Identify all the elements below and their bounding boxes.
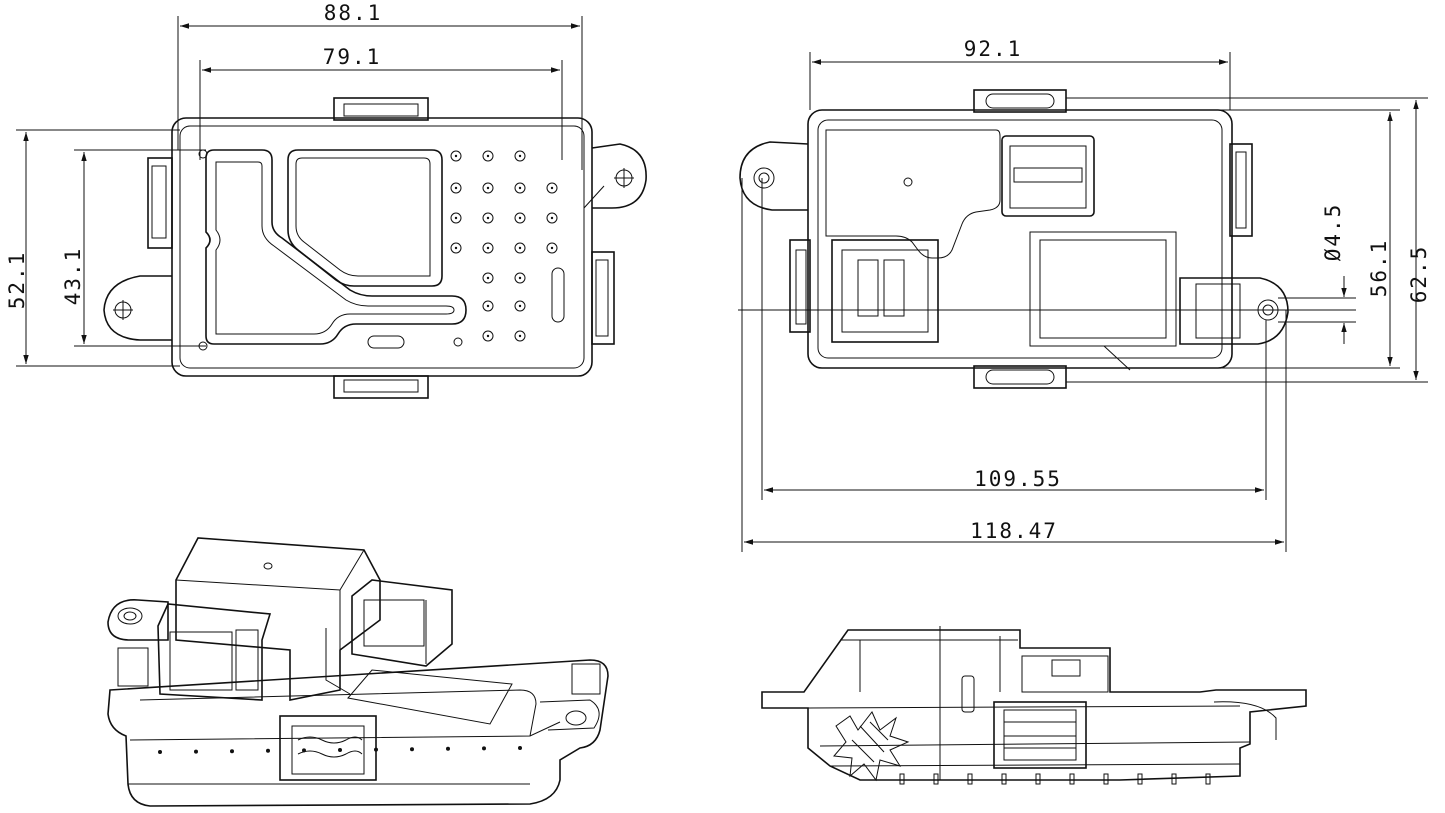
dim-hole-spacing-vertical: 56.1 bbox=[1367, 239, 1391, 298]
dim-inner-height: 43.1 bbox=[61, 247, 85, 306]
hole bbox=[482, 272, 494, 284]
hole bbox=[546, 182, 558, 194]
side-pin bbox=[933, 773, 939, 785]
iso-dot bbox=[482, 746, 486, 751]
hole bbox=[514, 212, 526, 224]
hole bbox=[482, 300, 494, 312]
side-pin bbox=[899, 773, 905, 785]
top-view bbox=[103, 97, 647, 399]
side-pin bbox=[1171, 773, 1177, 785]
hole-center bbox=[486, 186, 490, 190]
side-pin bbox=[967, 773, 973, 785]
hole-center bbox=[518, 186, 522, 190]
hole bbox=[514, 242, 526, 254]
dim-inner-width: 79.1 bbox=[323, 45, 382, 69]
hole bbox=[482, 330, 494, 342]
hole-center bbox=[486, 154, 490, 158]
dim-overall-height: 52.1 bbox=[5, 251, 29, 310]
hole bbox=[546, 242, 558, 254]
hole bbox=[514, 150, 526, 162]
dim-overall-length: 118.47 bbox=[970, 519, 1058, 543]
dim-bottom-width: 92.1 bbox=[964, 37, 1023, 61]
hole-center bbox=[486, 216, 490, 220]
hole-center bbox=[550, 246, 554, 250]
hole-center bbox=[518, 334, 522, 338]
side-pin bbox=[1137, 773, 1143, 785]
dim-overall-height-bottom: 62.5 bbox=[1407, 245, 1431, 304]
hole-center bbox=[518, 304, 522, 308]
hole-center bbox=[550, 216, 554, 220]
dim-hole-spacing: 109.55 bbox=[974, 467, 1062, 491]
iso-dot bbox=[446, 746, 450, 751]
hole bbox=[450, 150, 462, 162]
side-pin bbox=[1001, 773, 1007, 785]
side-pin bbox=[1035, 773, 1041, 785]
hole-center bbox=[518, 216, 522, 220]
iso-dot bbox=[158, 750, 162, 754]
hole-center bbox=[518, 154, 522, 158]
hole-center bbox=[486, 276, 490, 280]
hole bbox=[514, 182, 526, 194]
hole-grid bbox=[450, 150, 558, 342]
iso-dot bbox=[374, 747, 378, 752]
side-pin bbox=[1069, 773, 1075, 785]
bottom-view bbox=[739, 89, 1289, 389]
hole bbox=[482, 212, 494, 224]
hole-center bbox=[550, 186, 554, 190]
hole bbox=[482, 182, 494, 194]
iso-dot bbox=[194, 749, 198, 754]
dot-row bbox=[158, 746, 522, 754]
side-pin bbox=[1103, 773, 1109, 785]
hole-center bbox=[454, 246, 458, 250]
dim-overall-width: 88.1 bbox=[324, 1, 383, 25]
iso-dot bbox=[230, 749, 234, 754]
iso-dot bbox=[338, 748, 342, 752]
hole-center bbox=[486, 246, 490, 250]
hole bbox=[482, 242, 494, 254]
top-view-dimensions: 88.1 79.1 52.1 43.1 bbox=[5, 1, 583, 367]
iso-dot bbox=[302, 748, 306, 753]
hole-center bbox=[454, 186, 458, 190]
hole bbox=[450, 242, 462, 254]
hole-center bbox=[486, 304, 490, 308]
iso-dot bbox=[518, 746, 522, 750]
hole-center bbox=[454, 154, 458, 158]
hole-center bbox=[454, 216, 458, 220]
iso-dot bbox=[266, 748, 270, 753]
hole bbox=[450, 212, 462, 224]
hole bbox=[482, 150, 494, 162]
pin-row bbox=[899, 773, 1211, 785]
hole-center bbox=[486, 334, 490, 338]
hole-center bbox=[518, 246, 522, 250]
hole bbox=[450, 182, 462, 194]
hole bbox=[546, 212, 558, 224]
hole bbox=[514, 272, 526, 284]
iso-dot bbox=[410, 747, 414, 752]
side-view bbox=[761, 626, 1307, 785]
hole bbox=[514, 330, 526, 342]
bottom-view-dimensions: 92.1 Ø4.5 56.1 62.5 109.55 118.47 bbox=[738, 37, 1431, 552]
hole bbox=[514, 300, 526, 312]
side-pin bbox=[1205, 773, 1211, 785]
hole-center bbox=[518, 276, 522, 280]
dim-hole-diameter: Ø4.5 bbox=[1321, 203, 1345, 262]
isometric-view bbox=[107, 537, 609, 807]
